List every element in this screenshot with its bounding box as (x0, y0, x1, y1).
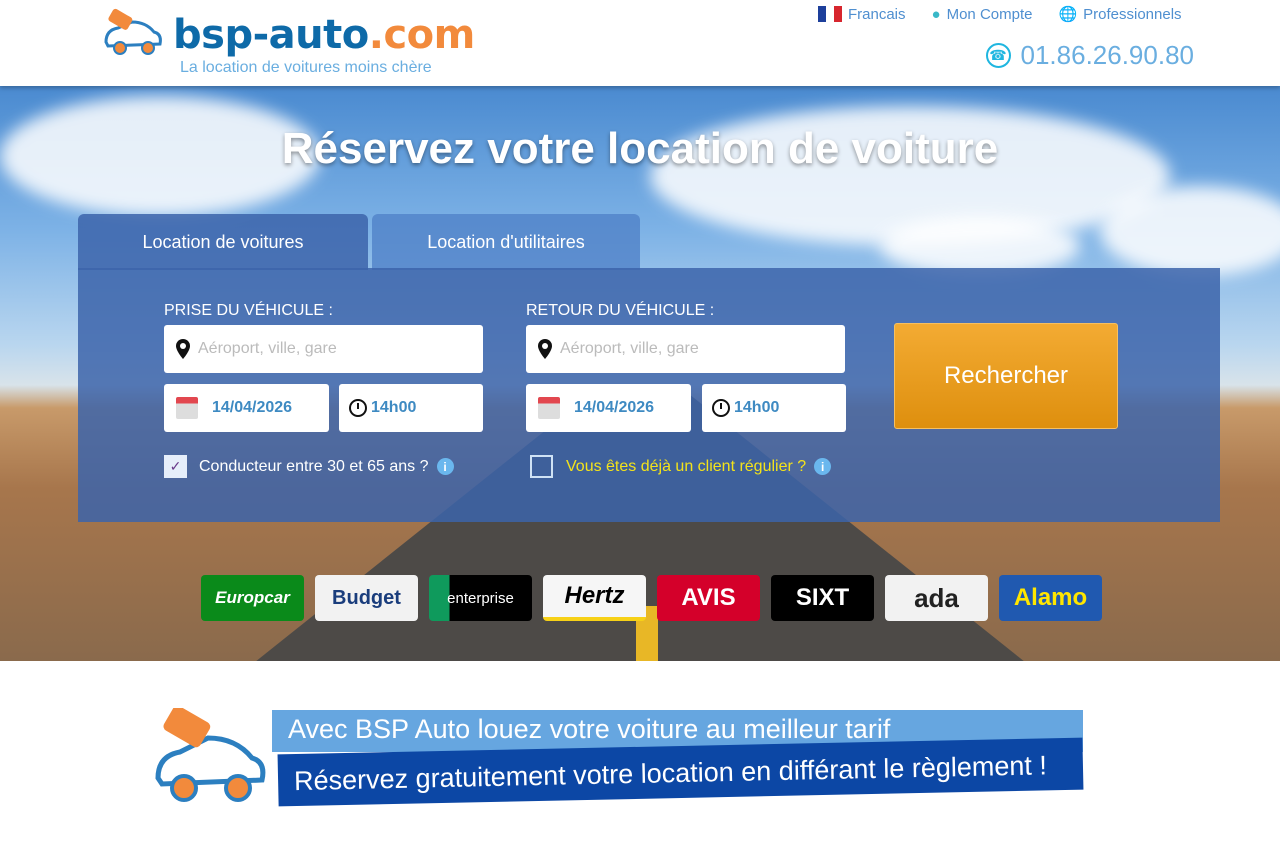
map-pin-icon (176, 339, 190, 359)
pickup-location-input[interactable]: Aéroport, ville, gare (164, 325, 483, 373)
promo-car-icon (155, 708, 266, 802)
brand-hertz[interactable]: Hertz (543, 575, 646, 621)
return-location-input[interactable]: Aéroport, ville, gare (526, 325, 845, 373)
brand-sixt[interactable]: SIXT (771, 575, 874, 621)
brand-enterprise[interactable]: enterprise (429, 575, 532, 621)
map-pin-icon (538, 339, 552, 359)
pickup-placeholder: Aéroport, ville, gare (198, 340, 337, 357)
pickup-label: PRISE DU VÉHICULE : (164, 302, 333, 319)
driver-age-text: Conducteur entre 30 et 65 ans ? (199, 458, 429, 475)
brand-budget[interactable]: Budget (315, 575, 418, 621)
clock-icon (712, 399, 730, 417)
account-link[interactable]: ● Mon Compte (932, 5, 1033, 23)
driver-age-label: Conducteur entre 30 et 65 ans ? i (199, 458, 454, 476)
hero-section: Réservez votre location de voiture Locat… (0, 86, 1280, 661)
brand-ada[interactable]: ada (885, 575, 988, 621)
return-placeholder: Aéroport, ville, gare (560, 340, 699, 357)
return-time: 14h00 (734, 399, 780, 416)
brand-alamo[interactable]: Alamo (999, 575, 1102, 621)
return-date-input[interactable]: 14/04/2026 (526, 384, 691, 432)
pickup-date-input[interactable]: 14/04/2026 (164, 384, 329, 432)
hero-title: Réservez votre location de voiture (281, 124, 999, 173)
driver-age-checkbox[interactable]: ✓ (164, 455, 187, 478)
calendar-icon (176, 397, 198, 419)
pickup-time-select[interactable]: 14h00 (339, 384, 483, 432)
info-icon[interactable]: i (436, 458, 454, 476)
calendar-icon (538, 397, 560, 419)
professionals-link[interactable]: 🌐 Professionnels (1058, 5, 1182, 24)
phone-icon: ☎ (985, 43, 1011, 68)
logo-car-icon[interactable] (102, 8, 164, 58)
regular-client-label: Vous êtes déjà un client régulier ? i (566, 458, 832, 476)
pickup-date: 14/04/2026 (212, 399, 293, 416)
logo-main: bsp-auto (173, 12, 369, 58)
site-header: bsp-auto.com La location de voitures moi… (0, 0, 1280, 86)
logo[interactable]: bsp-auto.com (173, 12, 475, 58)
professionals-label: Professionnels (1083, 5, 1182, 23)
language-link[interactable]: Francais (818, 5, 906, 23)
brand-avis[interactable]: AVIS (657, 575, 760, 621)
language-label: Francais (848, 5, 906, 23)
clock-icon (349, 399, 367, 417)
tagline: La location de voitures moins chère (180, 59, 432, 76)
user-icon: ● (931, 5, 941, 23)
return-label: RETOUR DU VÉHICULE : (526, 302, 715, 319)
return-date: 14/04/2026 (574, 399, 655, 416)
regular-client-checkbox[interactable] (530, 455, 553, 478)
tab-utility-vehicles[interactable]: Location d'utilitaires (372, 214, 640, 270)
regular-client-text: Vous êtes déjà un client régulier ? (566, 458, 807, 475)
phone-text: 01.86.26.90.80 (1020, 40, 1195, 70)
globe-icon: 🌐 (1058, 6, 1078, 23)
search-button[interactable]: Rechercher (894, 323, 1118, 429)
pickup-time: 14h00 (371, 399, 417, 416)
promo-banner-line1: Avec BSP Auto louez votre voiture au mei… (272, 710, 1083, 752)
logo-tld: .com (368, 12, 476, 58)
tab-cars[interactable]: Location de voitures (78, 214, 368, 270)
account-label: Mon Compte (946, 5, 1033, 23)
brand-europcar[interactable]: Europcar (201, 575, 304, 621)
return-time-select[interactable]: 14h00 (702, 384, 846, 432)
search-form: PRISE DU VÉHICULE : Aéroport, ville, gar… (78, 268, 1220, 522)
france-flag-icon (818, 6, 842, 22)
info-icon[interactable]: i (814, 458, 832, 476)
phone-number[interactable]: ☎ 01.86.26.90.80 (985, 40, 1195, 71)
brand-logos: Europcar Budget enterprise Hertz AVIS SI… (201, 575, 1102, 621)
